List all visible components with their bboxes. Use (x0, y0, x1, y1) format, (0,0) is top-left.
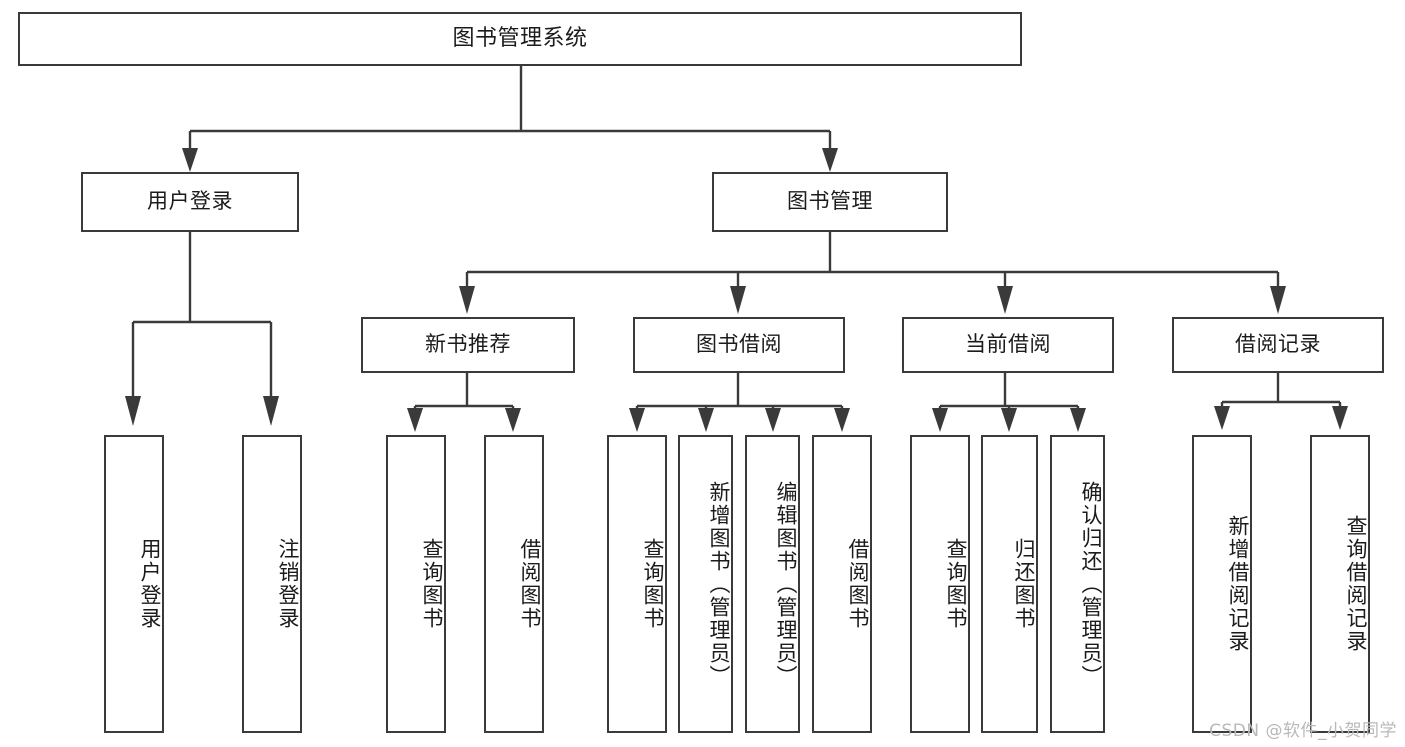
node-book-borrow[interactable]: 图书借阅 (633, 317, 845, 373)
leaf-add-book-label: 新增图书（管理员） (707, 480, 731, 688)
node-root[interactable]: 图书管理系统 (18, 12, 1022, 66)
arrowhead-leaf-confirm-return (1070, 408, 1086, 432)
node-user-login-label: 用户登录 (147, 189, 233, 214)
leaf-query-book-1-label: 查询图书 (420, 538, 444, 630)
arrowhead-leaf-add-record (1214, 406, 1230, 430)
leaf-borrow-book-1-label: 借阅图书 (518, 538, 542, 630)
leaf-user-logout-label: 注销登录 (276, 538, 300, 630)
leaf-query-book-2-label: 查询图书 (641, 538, 665, 630)
arrowhead-leaf-query-book-2 (629, 408, 645, 432)
node-book-manage[interactable]: 图书管理 (712, 172, 948, 232)
arrowhead-new-book-rec (459, 286, 475, 314)
leaf-borrow-book-2[interactable]: 借阅图书 (812, 435, 872, 733)
arrowhead-leaf-borrow-book-2 (834, 408, 850, 432)
watermark: CSDN @软件_小贺同学 (1209, 721, 1397, 741)
node-borrow-record-label: 借阅记录 (1235, 332, 1321, 357)
leaf-return-book[interactable]: 归还图书 (981, 435, 1038, 733)
node-book-manage-label: 图书管理 (787, 189, 873, 214)
leaf-add-record-label: 新增借阅记录 (1226, 515, 1250, 653)
node-new-book-rec[interactable]: 新书推荐 (361, 317, 575, 373)
leaf-query-book-2[interactable]: 查询图书 (607, 435, 667, 733)
leaf-user-login-label: 用户登录 (138, 538, 162, 630)
leaf-query-record[interactable]: 查询借阅记录 (1310, 435, 1370, 733)
arrowhead-leaf-edit-book (765, 408, 781, 432)
leaf-query-record-label: 查询借阅记录 (1344, 515, 1368, 653)
arrowhead-leaf-add-book (698, 408, 714, 432)
arrowhead-leaf-borrow-book-1 (505, 408, 521, 432)
node-book-borrow-label: 图书借阅 (696, 332, 782, 357)
arrowhead-book-manage (822, 148, 838, 172)
leaf-query-book-1[interactable]: 查询图书 (386, 435, 446, 733)
node-current-borrow[interactable]: 当前借阅 (902, 317, 1114, 373)
arrowhead-user-login (182, 148, 198, 172)
arrowhead-leaf-user-login (125, 396, 141, 426)
leaf-edit-book[interactable]: 编辑图书（管理员） (745, 435, 800, 733)
leaf-return-book-label: 归还图书 (1012, 538, 1036, 630)
leaf-user-login[interactable]: 用户登录 (104, 435, 164, 733)
leaf-query-book-3-label: 查询图书 (944, 538, 968, 630)
leaf-borrow-book-1[interactable]: 借阅图书 (484, 435, 544, 733)
leaf-confirm-return-label: 确认归还（管理员） (1079, 480, 1103, 688)
leaf-add-record[interactable]: 新增借阅记录 (1192, 435, 1252, 733)
leaf-borrow-book-2-label: 借阅图书 (846, 538, 870, 630)
arrowhead-book-borrow (730, 286, 746, 314)
node-current-borrow-label: 当前借阅 (965, 332, 1051, 357)
node-new-book-rec-label: 新书推荐 (425, 332, 511, 357)
arrowhead-leaf-query-book-1 (407, 408, 423, 432)
leaf-add-book[interactable]: 新增图书（管理员） (678, 435, 733, 733)
node-user-login[interactable]: 用户登录 (81, 172, 299, 232)
arrowhead-leaf-return-book (1001, 408, 1017, 432)
arrowhead-current-borrow (997, 286, 1013, 314)
leaf-edit-book-label: 编辑图书（管理员） (774, 480, 798, 688)
node-borrow-record[interactable]: 借阅记录 (1172, 317, 1384, 373)
arrowhead-leaf-query-record (1332, 406, 1348, 430)
leaf-user-logout[interactable]: 注销登录 (242, 435, 302, 733)
node-root-label: 图书管理系统 (452, 25, 588, 51)
arrowhead-borrow-record (1270, 286, 1286, 314)
arrowhead-leaf-user-logout (263, 396, 279, 426)
arrowhead-leaf-query-book-3 (932, 408, 948, 432)
leaf-query-book-3[interactable]: 查询图书 (910, 435, 970, 733)
leaf-confirm-return[interactable]: 确认归还（管理员） (1050, 435, 1105, 733)
